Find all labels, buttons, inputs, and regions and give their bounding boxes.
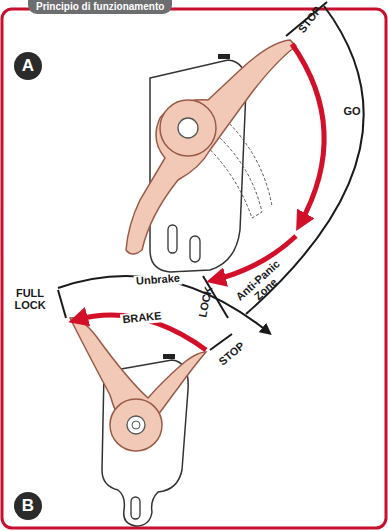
device-b [58,276,268,526]
panel-badge: A [14,52,42,80]
position-label: FULL LOCK [13,288,47,311]
panel-letter: A [22,56,34,76]
position-label: Unbrake [134,273,183,288]
position-label: GO [343,106,360,118]
device-a [126,2,364,318]
panel-letter: B [22,496,34,516]
title-tab: Principio di funzionamento [28,0,172,14]
panel-badge: B [14,492,42,520]
position-label: Anti-Panic Zone [230,255,293,315]
frame [2,9,386,528]
position-label: STOP [217,340,247,368]
